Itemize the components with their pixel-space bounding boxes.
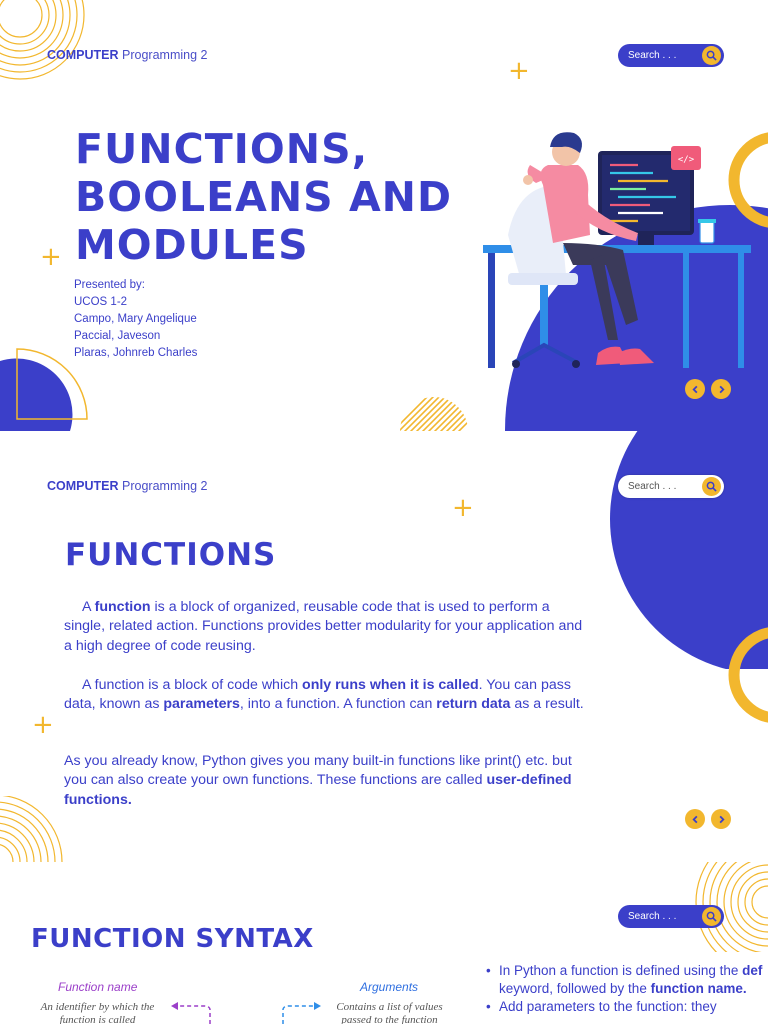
plus-icon: + (452, 493, 474, 523)
paragraph-calling: A function is a block of code which only… (64, 677, 584, 713)
function-name-description: An identifier by which the function is c… (40, 1001, 155, 1024)
chevron-left-icon[interactable] (685, 379, 705, 399)
search-icon[interactable] (702, 46, 721, 65)
decorative-arcs-bottom-left (0, 796, 63, 862)
search-box[interactable]: Search . . . (618, 475, 724, 498)
arguments-description: Contains a list of values passed to the … (336, 1001, 443, 1024)
plus-icon: + (32, 710, 54, 740)
developer-illustration: </> (483, 132, 751, 368)
search-placeholder: Search . . . (628, 50, 677, 61)
title-line: FUNCTIONS, (75, 125, 369, 173)
plus-icon: + (40, 242, 62, 272)
course-brand: COMPUTER Programming 2 (47, 479, 207, 493)
code-tag-icon: </> (678, 155, 695, 165)
search-icon[interactable] (702, 477, 721, 496)
presenters-heading: Presented by: (74, 279, 145, 291)
chevron-right-icon[interactable] (711, 379, 731, 399)
bullet-item: Add parameters to the function: they (486, 998, 768, 1016)
brand-bold: COMPUTER (47, 48, 119, 62)
plus-icon: + (508, 56, 530, 86)
function-name-label: Function name (58, 980, 138, 994)
arrow-left-icon (171, 1002, 211, 1024)
section-title: FUNCTION SYNTAX (31, 924, 314, 954)
paragraph-user-defined: As you already know, Python gives you ma… (64, 753, 572, 808)
presenter-line: Campo, Mary Angelique (74, 313, 197, 325)
slide-title: COMPUTER Programming 2 Search . . . + + … (0, 0, 768, 431)
decorative-arcs-top-left (0, 0, 85, 80)
decorative-arcs-top-right (695, 862, 768, 952)
course-brand: COMPUTER Programming 2 (47, 48, 207, 62)
presenter-line: Paccial, Javeson (74, 330, 161, 342)
presentation-title: FUNCTIONS, BOOLEANS AND MODULES (75, 125, 453, 270)
presenter-line: Plaras, Johnreb Charles (74, 347, 198, 359)
brand-bold: COMPUTER (47, 479, 119, 493)
slide-function-syntax: Search . . . FUNCTION SYNTAX Function na… (0, 862, 768, 1024)
title-line: BOOLEANS AND (75, 172, 453, 221)
paragraph-definition: A function is a block of organized, reus… (64, 599, 583, 654)
slide-navigation (685, 809, 731, 829)
bullet-item: In Python a function is defined using th… (486, 962, 768, 998)
decorative-ring-yellow (728, 627, 768, 723)
presenters-block: Presented by: UCOS 1-2 Campo, Mary Angel… (74, 277, 197, 362)
decorative-striped-semicircle (400, 397, 468, 431)
chevron-right-icon[interactable] (711, 809, 731, 829)
search-placeholder: Search . . . (628, 911, 677, 922)
slide-navigation (685, 379, 731, 399)
slide-functions: COMPUTER Programming 2 Search . . . + + … (0, 431, 768, 862)
section-title: FUNCTIONS (65, 537, 277, 573)
syntax-bullets: In Python a function is defined using th… (486, 962, 768, 1016)
presenter-line: UCOS 1-2 (74, 296, 128, 308)
decorative-quarter-circle (0, 348, 88, 431)
search-box[interactable]: Search . . . (618, 905, 724, 928)
brand-subtitle: Programming 2 (122, 48, 208, 62)
decorative-ring-yellow (728, 132, 768, 228)
search-icon[interactable] (702, 907, 721, 926)
search-placeholder: Search . . . (628, 481, 677, 492)
search-box[interactable]: Search . . . (618, 44, 724, 67)
brand-subtitle: Programming 2 (122, 479, 208, 493)
arrow-right-icon (282, 1002, 321, 1024)
title-line: MODULES (75, 220, 309, 269)
arguments-label: Arguments (360, 980, 419, 994)
chevron-left-icon[interactable] (685, 809, 705, 829)
